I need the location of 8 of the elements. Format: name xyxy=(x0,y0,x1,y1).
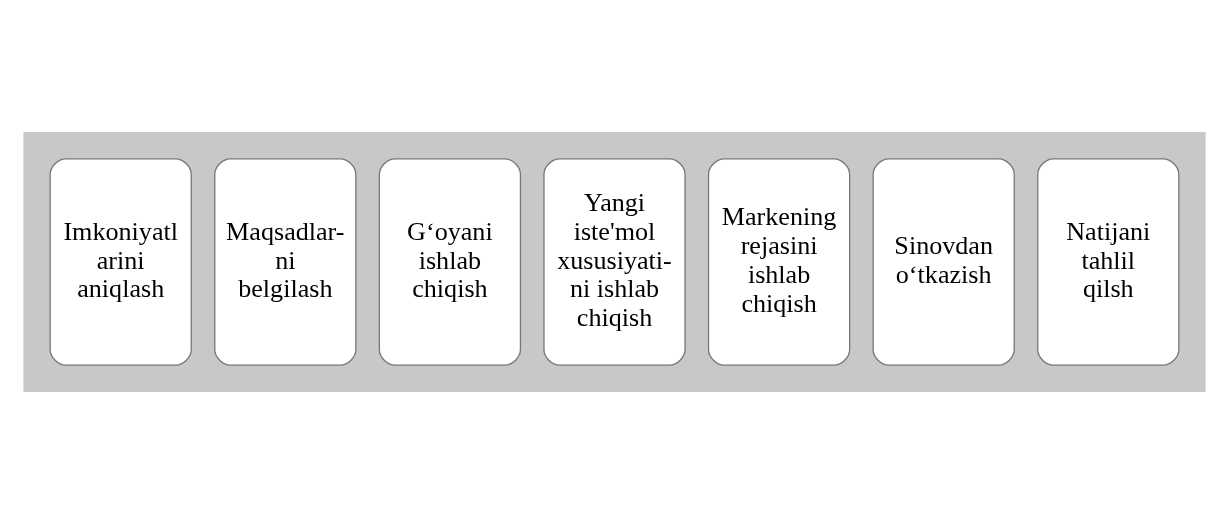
cluster xyxy=(23,131,1206,392)
node-box: Imkoniyatl arini aniqlash xyxy=(49,157,192,366)
node-box: G‘oyani ishlab chiqish xyxy=(378,157,522,366)
node-box: Natijani tahlil qilsh xyxy=(1037,157,1180,366)
node-box: Sinovdan o‘tkazish xyxy=(872,157,1015,366)
node-box: Yangi iste'mol xususiyati- ni ishlab chiqish xyxy=(543,157,686,366)
node-box: Maqsadlar- ni belgilash xyxy=(214,157,357,366)
node-box: Markening rejasini ishlab chiqish xyxy=(707,157,851,366)
